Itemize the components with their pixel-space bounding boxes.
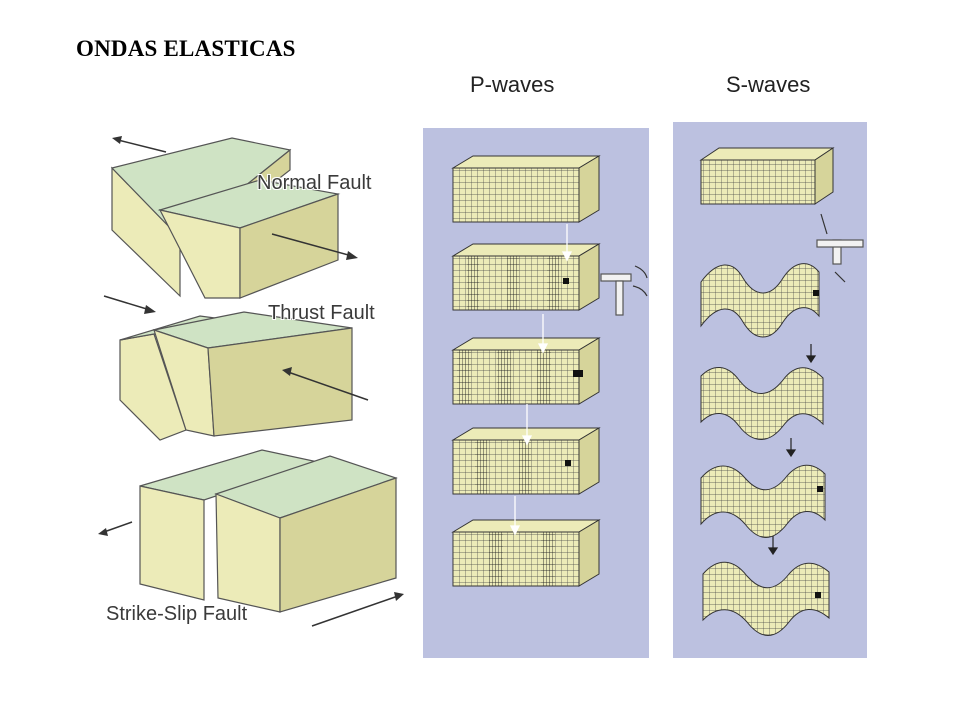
- s-waves-title: S-waves: [726, 72, 811, 97]
- hammer-icon: [600, 265, 648, 316]
- strike-slip-fault-diagram: [98, 449, 404, 627]
- s-block-2: [700, 263, 820, 338]
- s-wave-arrows: [767, 344, 817, 556]
- thrust-fault-diagram: [103, 295, 369, 441]
- p-block-3: [451, 337, 601, 405]
- p-waves-panel: [423, 128, 649, 658]
- p-block-1: [451, 155, 601, 223]
- p-block-5: [451, 519, 601, 587]
- s-block-1: [699, 147, 835, 205]
- strike-slip-fault-label: Strike-Slip Fault: [106, 603, 248, 625]
- slide-title: ONDAS ELASTICAS: [76, 36, 296, 61]
- p-block-4: [451, 427, 601, 495]
- s-block-5: [702, 561, 830, 636]
- normal-fault-diagram: [110, 136, 358, 299]
- hammer-icon-s: [816, 213, 864, 283]
- thrust-fault-label: Thrust Fault: [268, 302, 375, 324]
- s-waves-panel: [673, 122, 867, 658]
- p-waves-title: P-waves: [470, 72, 555, 97]
- p-wave-arrows: [509, 224, 573, 536]
- normal-fault-label: Normal Fault: [257, 172, 372, 194]
- s-block-4: [700, 464, 826, 538]
- s-block-3: [700, 367, 824, 440]
- p-block-2: [451, 243, 601, 311]
